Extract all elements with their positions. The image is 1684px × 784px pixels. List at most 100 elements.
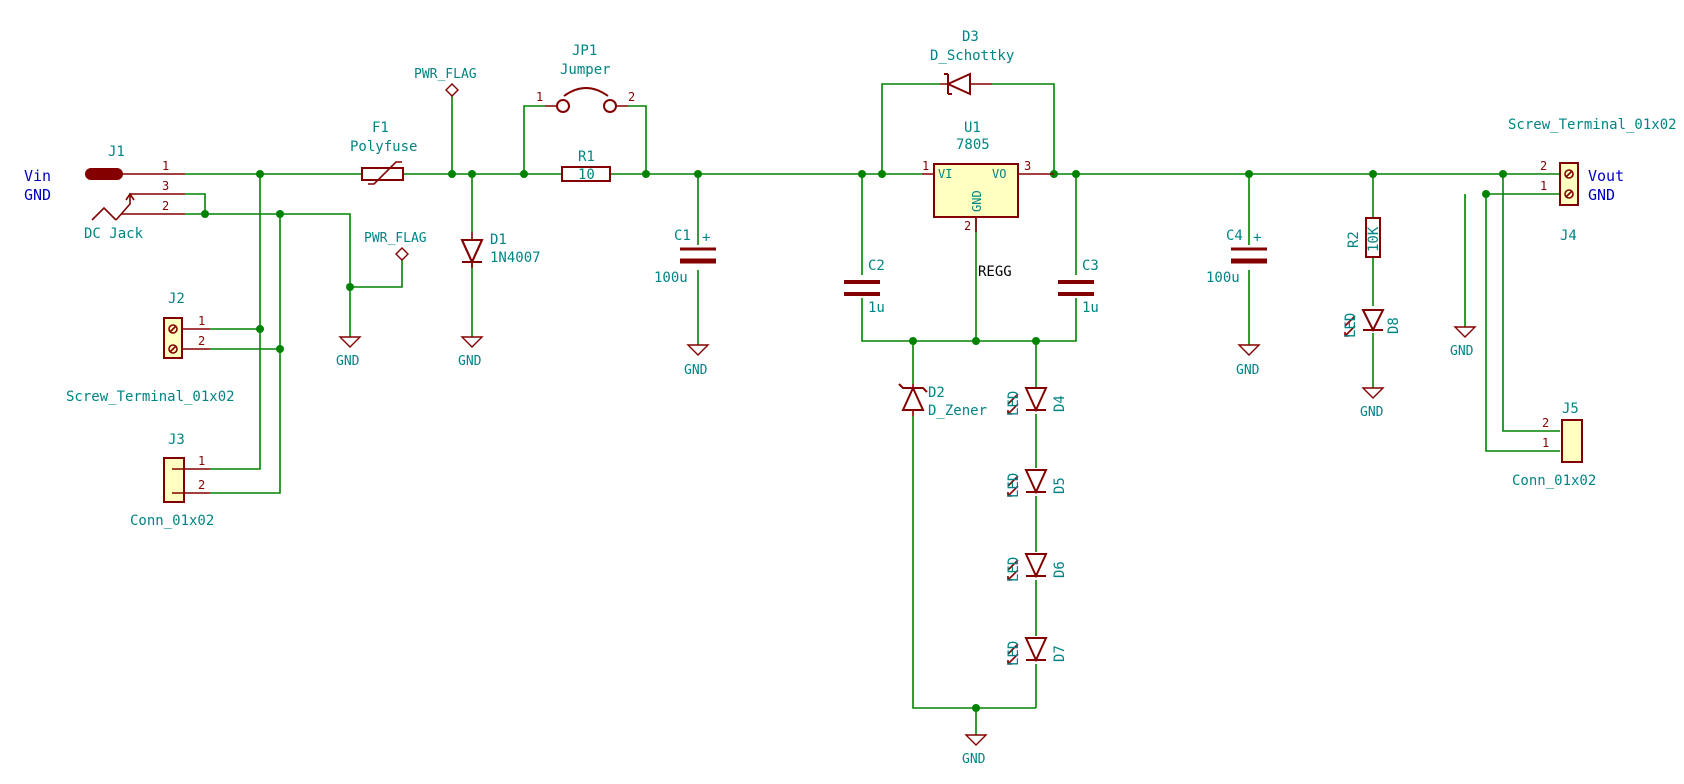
gnd-label: GND: [1236, 363, 1260, 378]
d3-ref: D3: [962, 29, 979, 45]
junction: [1072, 170, 1080, 178]
note-gnd-out: GND: [1588, 186, 1615, 204]
jp1-pin2-label: 2: [628, 90, 635, 104]
j5-value: Conn_01x02: [1512, 473, 1596, 489]
junction: [1499, 170, 1507, 178]
d7-ref: D7: [1052, 645, 1068, 662]
d1-diode[interactable]: D1 1N4007: [460, 232, 541, 268]
d5-value: LED: [1006, 473, 1022, 498]
gnd-label: GND: [962, 752, 986, 767]
j2-screw-terminal[interactable]: 1 2 J2 Screw_Terminal_01x02: [66, 291, 235, 405]
r1-ref: R1: [578, 149, 595, 165]
f1-body: [361, 167, 404, 181]
junction: [201, 210, 209, 218]
d4-led[interactable]: LED D4: [1006, 387, 1068, 416]
d1-value: 1N4007: [490, 250, 541, 266]
junction: [256, 170, 264, 178]
j1-dc-jack[interactable]: 1 3 2 J1 DC Jack: [84, 144, 185, 242]
u1-pin-vi: VI: [938, 167, 952, 181]
c2-value: 1u: [868, 300, 885, 316]
gnd-symbol: GND: [1360, 387, 1385, 420]
d8-ref: D8: [1386, 317, 1402, 334]
gnd-symbol: GND: [1236, 344, 1261, 378]
d5-led[interactable]: LED D5: [1006, 469, 1068, 498]
c4-capacitor[interactable]: + C4 100u: [1206, 228, 1267, 286]
junction: [346, 283, 354, 291]
junction: [972, 704, 980, 712]
j3-value: Conn_01x02: [130, 513, 214, 529]
c3-value: 1u: [1082, 300, 1099, 316]
j1-value: DC Jack: [84, 226, 144, 242]
r1-value: 10: [578, 167, 595, 183]
d2-ref: D2: [928, 385, 945, 401]
f1-ref: F1: [372, 120, 389, 136]
c1-ref: C1: [674, 228, 691, 244]
note-gnd-in: GND: [24, 186, 51, 204]
gnd-symbol: GND: [458, 336, 484, 369]
d1-ref: D1: [490, 232, 507, 248]
c3-capacitor[interactable]: C3 1u: [1058, 258, 1099, 316]
j5-connector[interactable]: 2 1 J5 Conn_01x02: [1512, 401, 1596, 489]
u1-value: 7805: [956, 137, 990, 153]
j1-pin2-label: 2: [162, 199, 169, 213]
j5-body: [1561, 419, 1583, 463]
junction: [276, 345, 284, 353]
junctions: [201, 170, 1507, 712]
jp1-jumper[interactable]: 1 2 JP1 Jumper: [536, 43, 635, 113]
junction: [1482, 190, 1490, 198]
d4-ref: D4: [1052, 395, 1068, 412]
u1-pin-vo: VO: [992, 167, 1006, 181]
r2-resistor[interactable]: 10K R2: [1346, 217, 1382, 258]
d3-value: D_Schottky: [930, 48, 1014, 64]
d8-value: LED: [1343, 313, 1359, 338]
j2-ref: J2: [168, 291, 185, 307]
r1-body: [561, 166, 611, 182]
junction: [520, 170, 528, 178]
r2-body: [1365, 217, 1381, 258]
junction: [878, 170, 886, 178]
j2-pin2-label: 2: [198, 334, 205, 348]
gnd-symbol: GND: [1450, 326, 1477, 359]
r2-ref: R2: [1346, 231, 1362, 248]
junction: [694, 170, 702, 178]
r1-resistor[interactable]: R1 10: [561, 149, 611, 183]
note-vin: Vin: [24, 167, 51, 185]
pwr-flag-2[interactable]: PWR_FLAG: [364, 231, 427, 261]
r2-value: 10K: [1366, 226, 1382, 252]
c4-ref: C4: [1226, 228, 1243, 244]
pwr-flag-2-label: PWR_FLAG: [364, 231, 427, 246]
gnd-label: GND: [1360, 405, 1384, 420]
d7-led[interactable]: LED D7: [1006, 637, 1068, 666]
j3-pin1-label: 1: [198, 454, 205, 468]
j4-pin1-label: 1: [1540, 179, 1547, 193]
f1-polyfuse[interactable]: F1 Polyfuse: [350, 120, 417, 185]
d3-schottky[interactable]: D3 D_Schottky: [930, 29, 1014, 96]
gnd-label: GND: [684, 363, 708, 378]
j3-pin2-label: 2: [198, 478, 205, 492]
junction: [1245, 170, 1253, 178]
d5-ref: D5: [1052, 477, 1068, 494]
c4-plus: +: [1253, 230, 1261, 246]
junction: [642, 170, 650, 178]
gnd-label: GND: [336, 354, 360, 369]
j1-pin3-label: 3: [162, 179, 169, 193]
c2-capacitor[interactable]: C2 1u: [844, 258, 885, 316]
c1-capacitor[interactable]: + C1 100u: [654, 228, 716, 286]
c2-ref: C2: [868, 258, 885, 274]
j3-connector[interactable]: 1 2 J3 Conn_01x02: [130, 432, 214, 529]
d2-zener[interactable]: D2 D_Zener: [898, 383, 987, 419]
d6-led[interactable]: LED D6: [1006, 553, 1068, 582]
d4-value: LED: [1006, 391, 1022, 416]
j4-screw-terminal[interactable]: 2 1 J4 Screw_Terminal_01x02: [1508, 117, 1677, 244]
gnd-label: GND: [1450, 344, 1474, 359]
u1-pin1-num: 1: [922, 159, 929, 173]
jp1-pin1-label: 1: [536, 90, 543, 104]
gnd-label: GND: [458, 354, 482, 369]
d8-led[interactable]: LED D8: [1343, 309, 1402, 338]
junction: [1032, 337, 1040, 345]
pwr-flag-1[interactable]: PWR_FLAG: [414, 67, 477, 97]
j3-ref: J3: [168, 432, 185, 448]
u1-regulator[interactable]: VI VO GND 1 3 2 U1 7805: [922, 120, 1054, 233]
junction: [468, 170, 476, 178]
